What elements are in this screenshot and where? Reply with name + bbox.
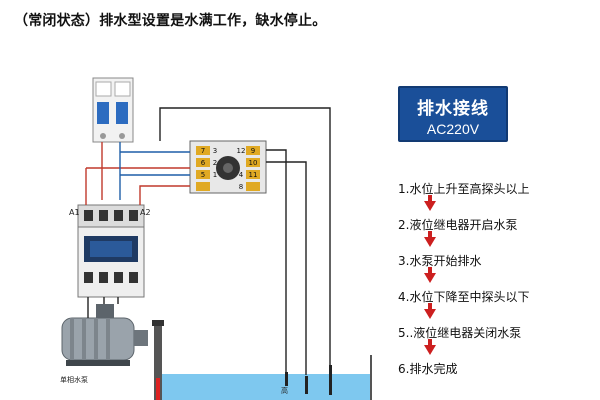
- wire-black: [159, 107, 331, 365]
- step-item: 6.排水完成: [398, 362, 458, 376]
- contactor-a1-label: A1: [69, 208, 80, 217]
- down-arrow-icon: [424, 195, 436, 211]
- relay-terminal-number: 2: [213, 159, 217, 167]
- contactor: [77, 204, 145, 298]
- contactor-a2-label: A2: [140, 208, 151, 217]
- relay-terminal-number: 3: [213, 147, 217, 155]
- pump-label: 单相水泵: [60, 376, 88, 384]
- step-item: 5..液位继电器关闭水泵: [398, 326, 522, 340]
- tank-wall-right: [370, 355, 372, 400]
- down-arrow-icon: [424, 231, 436, 247]
- relay-terminal-number: 5: [201, 171, 205, 179]
- step-item: 3.水泵开始排水: [398, 254, 482, 268]
- liquid-level-relay: [189, 140, 267, 194]
- relay-terminal-number: 9: [251, 147, 255, 155]
- wiring-title-panel: 排水接线 AC220V: [398, 86, 508, 142]
- relay-terminal-number: 12: [237, 147, 246, 155]
- relay-terminal-number: 8: [239, 183, 243, 191]
- steps-list: 1.水位上升至高探头以上 2.液位继电器开启水泵 3.水泵开始排水 4.水位下降…: [398, 180, 588, 378]
- caption-text: （常闭状态）排水型设置是水满工作，缺水停止。: [14, 13, 327, 29]
- relay-terminal-number: 4: [239, 171, 244, 179]
- relay-terminal-number: 7: [201, 147, 205, 155]
- relay-terminal-number: 6: [201, 159, 206, 167]
- relay-terminal-number: 1: [213, 171, 217, 179]
- panel-title: 排水接线: [417, 99, 489, 119]
- step-item: 4.水位下降至中探头以下: [398, 290, 530, 304]
- probe-high-label: 高: [281, 387, 288, 395]
- circuit-breaker: [92, 77, 134, 143]
- down-arrow-icon: [424, 267, 436, 283]
- relay-terminal-number: 10: [249, 159, 258, 167]
- probe-high: [285, 372, 288, 386]
- water-tank: [160, 374, 372, 400]
- down-arrow-icon: [424, 303, 436, 319]
- step-item: 1.水位上升至高探头以上: [398, 182, 530, 196]
- panel-subtitle: AC220V: [426, 121, 480, 137]
- discharge-pipe: [154, 320, 162, 400]
- relay-terminal-number: 11: [249, 171, 258, 179]
- pump-motor: [61, 304, 148, 366]
- down-arrow-icon: [424, 339, 436, 355]
- step-item: 2.液位继电器开启水泵: [398, 218, 518, 232]
